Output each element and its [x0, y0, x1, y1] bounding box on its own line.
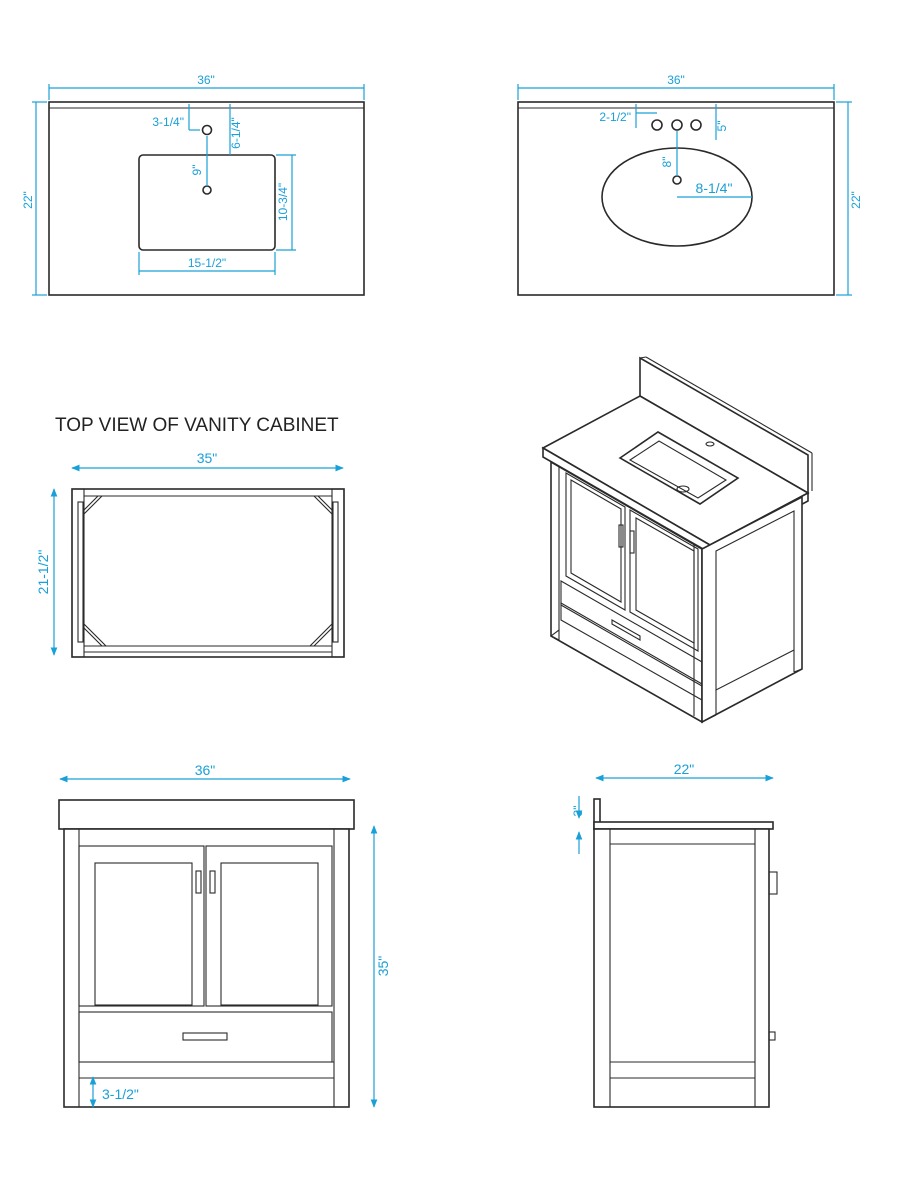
top-view-title: TOP VIEW OF VANITY CABINET — [55, 415, 339, 436]
oval-drain-hole — [672, 175, 682, 185]
front-drawer-handle — [182, 1032, 228, 1041]
front-right-handle — [209, 870, 216, 894]
side-cabinet-body — [593, 828, 770, 1108]
dim-sink-depth-label: 10-3/4" — [276, 183, 290, 221]
cabinet-isometric-panel — [541, 356, 813, 724]
side-door-handle — [768, 871, 778, 895]
faucet-hole-right — [690, 119, 702, 131]
dim-sink-width-label: 15-1/2" — [188, 256, 226, 270]
cabinet-top-panel: 35" 21-1/2" — [35, 450, 345, 658]
countertop-oval-panel: 36" 22" 2-1/2" 5" 8" 8-1/4" — [517, 73, 863, 296]
front-countertop — [58, 799, 355, 830]
front-left-door — [78, 845, 205, 1007]
countertop-rect-outline — [48, 101, 365, 296]
dim-backsplash-label: 3" — [571, 806, 585, 817]
dim-oval-width-label: 36" — [667, 73, 685, 87]
front-view-panel: 36" 35" 3-1/2" — [58, 762, 391, 1108]
dim-drain-from-faucet-label: 8" — [660, 157, 674, 168]
side-countertop — [593, 821, 774, 830]
cabinet-top-outline — [71, 488, 345, 658]
faucet-hole-left — [651, 119, 663, 131]
countertop-rect-panel: 36" 22" 3-1/4" 6-1/4" 9" 10-3/4" 15-1/2" — [21, 73, 365, 296]
dim-drain-offset-label: 8-1/4" — [696, 180, 733, 196]
dim-width-label: 36" — [197, 73, 215, 87]
dim-faucet-spacing-label: 2-1/2" — [599, 110, 631, 124]
front-drawer — [78, 1011, 333, 1063]
side-drawer-handle — [768, 1031, 776, 1041]
dim-cabinet-depth-label: 21-1/2" — [35, 550, 51, 595]
dim-toe-kick-label: 3-1/2" — [102, 1086, 139, 1102]
drain-hole — [202, 185, 212, 195]
dim-front-height-label: 35" — [375, 956, 391, 977]
dim-cabinet-width-label: 35" — [197, 450, 218, 466]
faucet-hole-center — [671, 119, 683, 131]
front-right-door — [205, 845, 333, 1007]
dim-faucet-to-drain-label: 9" — [190, 165, 204, 176]
dim-faucet-to-sink-label: 6-1/4" — [229, 117, 243, 149]
dim-side-depth-label: 22" — [674, 761, 695, 777]
side-view-panel: 22" 3" — [571, 761, 778, 1108]
dim-faucet-from-back-label: 5" — [715, 121, 729, 132]
dim-faucet-offset-label: 3-1/4" — [152, 115, 184, 129]
countertop-oval-outline — [517, 101, 835, 296]
dim-front-width-label: 36" — [195, 762, 216, 778]
isometric-sink — [618, 431, 740, 505]
faucet-hole — [201, 124, 213, 136]
dim-depth-label: 22" — [21, 191, 35, 209]
front-left-handle — [195, 870, 202, 894]
dim-oval-depth-label: 22" — [849, 191, 863, 209]
